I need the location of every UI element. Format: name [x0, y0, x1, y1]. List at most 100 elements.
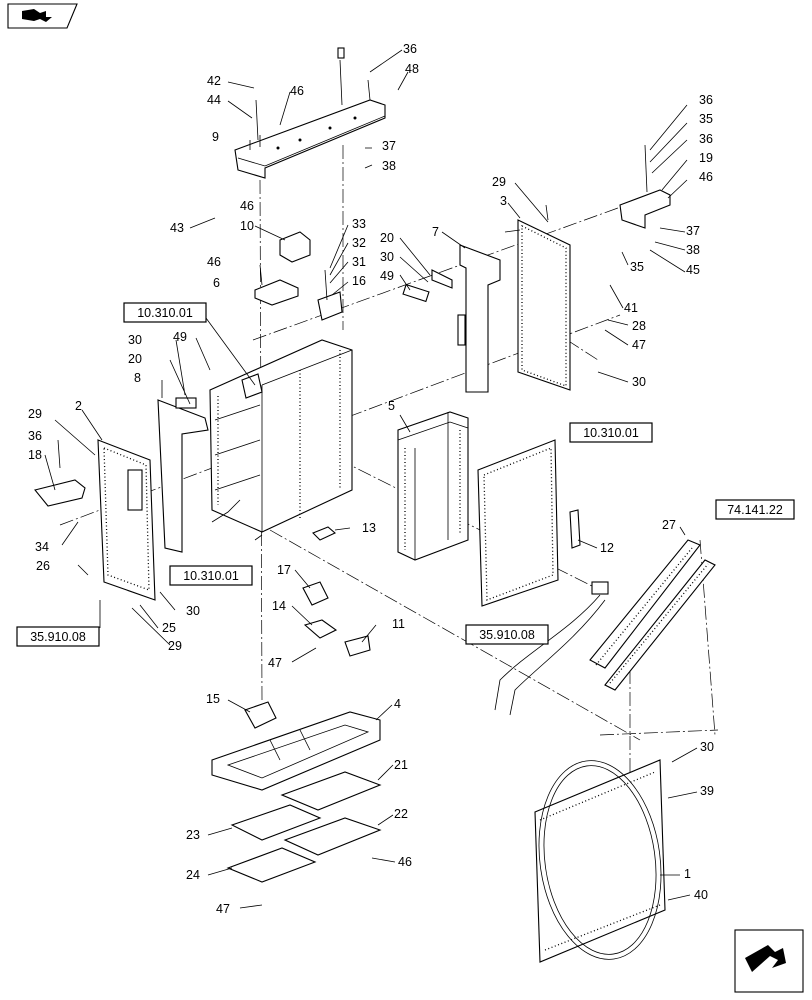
svg-text:35.910.08: 35.910.08 [479, 628, 535, 642]
callout: 10 [240, 219, 254, 233]
callout: 38 [686, 243, 700, 257]
callout: 41 [624, 301, 638, 315]
svg-text:10.310.01: 10.310.01 [137, 306, 193, 320]
callout: 23 [186, 828, 200, 842]
cover-plates [226, 771, 382, 883]
callout: 37 [382, 139, 396, 153]
ref-box-c[interactable]: 10.310.01 [169, 565, 253, 586]
ref-box-d[interactable]: 35.910.08 [16, 626, 100, 647]
callout: 43 [170, 221, 184, 235]
ref-box-a[interactable]: 10.310.01 [123, 302, 207, 323]
clip-brackets [254, 231, 343, 321]
callout: 29 [492, 175, 506, 189]
callout: 36 [28, 429, 42, 443]
callout: 46 [290, 84, 304, 98]
book-arrow-icon[interactable] [7, 3, 78, 29]
callout: 39 [700, 784, 714, 798]
callout: 35 [699, 112, 713, 126]
callout: 33 [352, 217, 366, 231]
part-8-side-bracket [157, 397, 209, 553]
callout: 21 [394, 758, 408, 772]
callout: 18 [28, 448, 42, 462]
svg-text:10.310.01: 10.310.01 [183, 569, 239, 583]
callout: 8 [134, 371, 141, 385]
callout: 47 [268, 656, 282, 670]
callout: 13 [362, 521, 376, 535]
callout: 36 [699, 132, 713, 146]
svg-text:35.910.08: 35.910.08 [30, 630, 86, 644]
callout: 47 [632, 338, 646, 352]
callout: 29 [28, 407, 42, 421]
callout: 12 [600, 541, 614, 555]
callout: 32 [352, 236, 366, 250]
part-5-cooler [397, 411, 469, 561]
callout: 20 [128, 352, 142, 366]
callout: 20 [380, 231, 394, 245]
callout: 38 [382, 159, 396, 173]
ref-box-e[interactable]: 35.910.08 [465, 624, 549, 645]
callout: 46 [240, 199, 254, 213]
part-1-fan-shroud [534, 759, 666, 963]
small-brackets [244, 526, 371, 729]
callout: 37 [686, 224, 700, 238]
callout: 14 [272, 599, 286, 613]
callout: 6 [213, 276, 220, 290]
callout: 30 [380, 250, 394, 264]
part-19-right-bracket [619, 144, 671, 229]
part-2-left-panel [97, 439, 156, 601]
callout: 40 [694, 888, 708, 902]
next-page-arrow-icon[interactable] [734, 929, 804, 993]
part-18-bracket [34, 479, 86, 507]
callout: 15 [206, 692, 220, 706]
callout: 30 [632, 375, 646, 389]
ref-box-f[interactable]: 74.141.22 [715, 499, 795, 520]
callout: 29 [168, 639, 182, 653]
part-3-plate [504, 204, 571, 391]
callout: 22 [394, 807, 408, 821]
callout: 4 [394, 697, 401, 711]
callout: 48 [405, 62, 419, 76]
radiator-core [209, 339, 353, 533]
callout: 44 [207, 93, 221, 107]
hoses [494, 581, 609, 716]
svg-text:10.310.01: 10.310.01 [583, 426, 639, 440]
callout: 49 [380, 269, 394, 283]
callout: 19 [699, 151, 713, 165]
callout: 1 [684, 867, 691, 881]
callout: 46 [207, 255, 221, 269]
callout: 30 [128, 333, 142, 347]
callout: 25 [162, 621, 176, 635]
callout: 5 [388, 399, 395, 413]
callout: 9 [212, 130, 219, 144]
callout: 17 [277, 563, 291, 577]
callout: 16 [352, 274, 366, 288]
callout: 36 [699, 93, 713, 107]
callout: 42 [207, 74, 221, 88]
callout: 3 [500, 194, 507, 208]
ref-box-b[interactable]: 10.310.01 [569, 422, 653, 443]
svg-text:74.141.22: 74.141.22 [727, 503, 783, 517]
callout: 34 [35, 540, 49, 554]
part-12-bracket [569, 509, 581, 549]
callout: 47 [216, 902, 230, 916]
callout: 7 [432, 225, 439, 239]
callout: 30 [186, 604, 200, 618]
callout: 35 [630, 260, 644, 274]
callout: 30 [700, 740, 714, 754]
callout: 36 [403, 42, 417, 56]
callout-numbers: 42 44 46 36 48 9 37 38 43 46 10 46 6 33 … [28, 42, 714, 916]
callout: 26 [36, 559, 50, 573]
callout: 28 [632, 319, 646, 333]
callout: 49 [173, 330, 187, 344]
callout: 24 [186, 868, 200, 882]
callout: 31 [352, 255, 366, 269]
part-9-top-bracket [234, 47, 386, 179]
callout: 11 [392, 617, 405, 631]
part-7-bracket [402, 244, 501, 393]
callout: 46 [398, 855, 412, 869]
screen-panel [477, 439, 559, 607]
callout: 27 [662, 518, 676, 532]
leader-lines [44, 49, 698, 909]
callout: 46 [699, 170, 713, 184]
